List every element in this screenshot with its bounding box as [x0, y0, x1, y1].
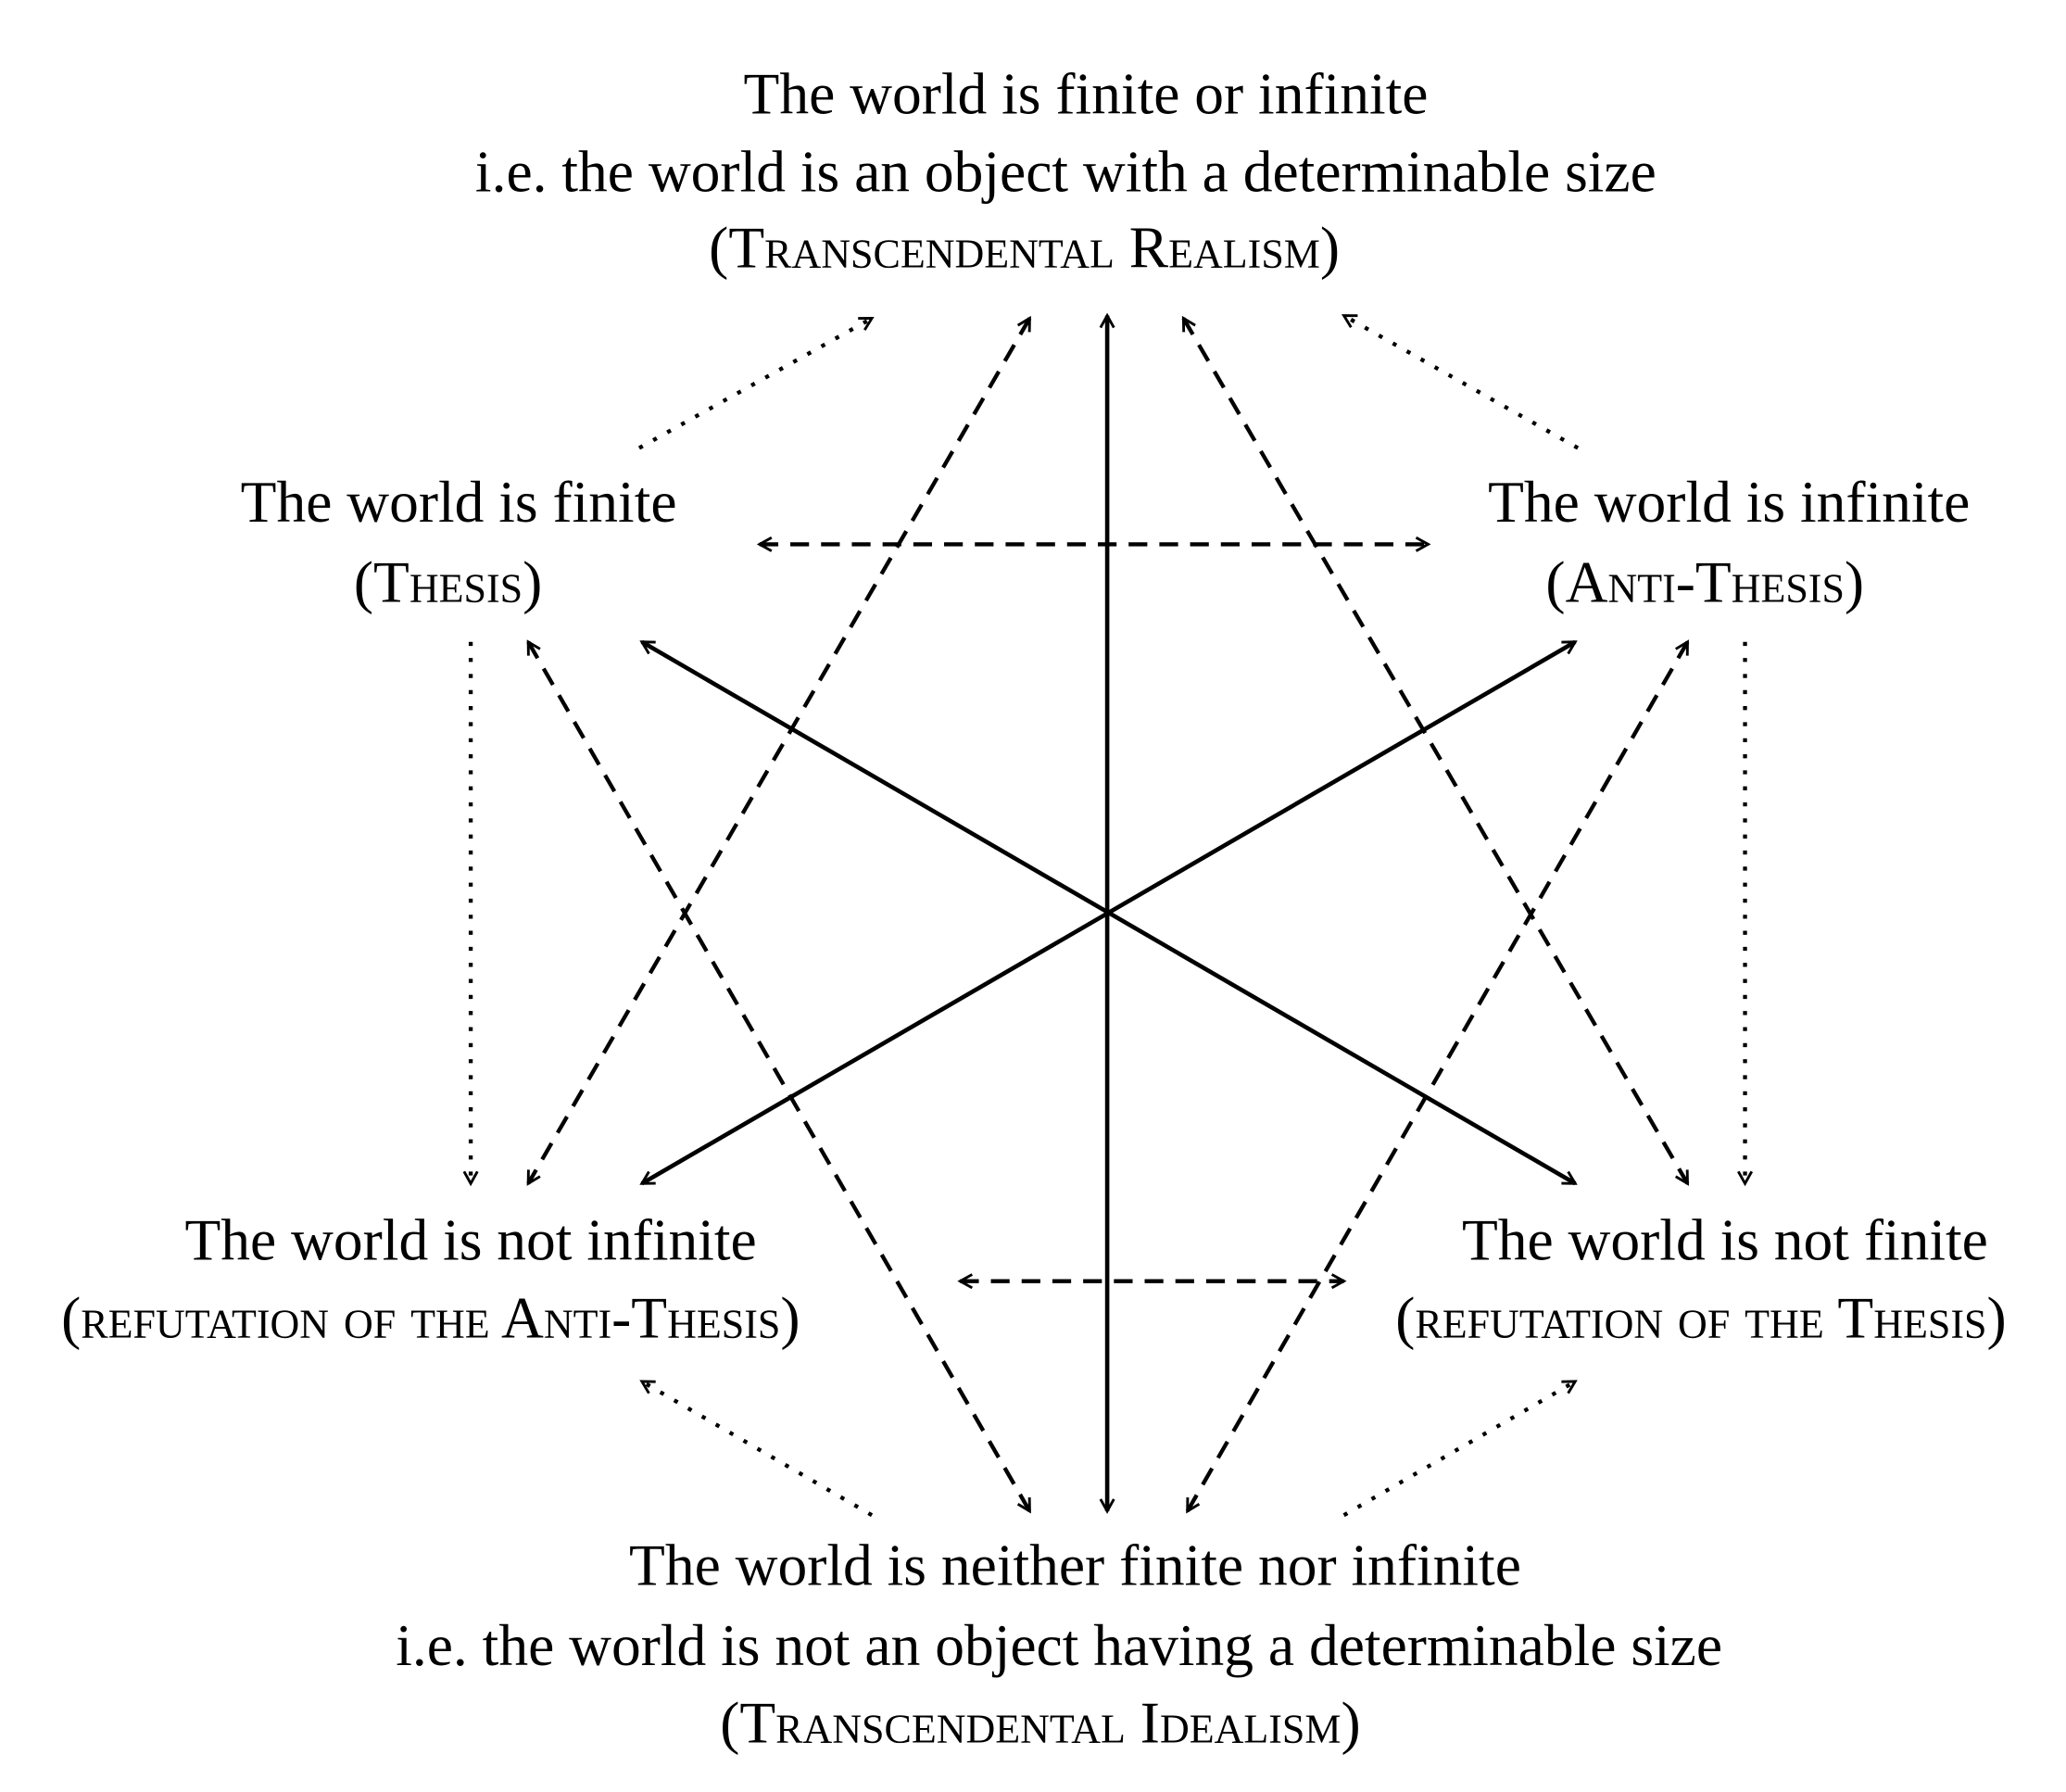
dotted-arrow-2 — [1344, 313, 1580, 450]
node-transcendental-realism: The world is finite or infinite i.e. the… — [475, 61, 1657, 281]
node-not-infinite: The world is not infinite (refutation of… — [61, 1207, 800, 1351]
top-line-2: i.e. the world is an object with a deter… — [475, 138, 1657, 204]
dashed-arrow-4 — [1185, 642, 1690, 1511]
dotted-arrow-1 — [637, 316, 872, 450]
node-not-finite: The world is not finite (refutation of t… — [1395, 1207, 2006, 1351]
thesis-line-2: (Thesis) — [354, 549, 542, 614]
top-line-1: The world is finite or infinite — [744, 61, 1429, 127]
not-finite-line-1: The world is not finite — [1462, 1207, 1988, 1273]
node-antithesis: The world is infinite (Anti-Thesis) — [1488, 469, 1970, 615]
bottom-line-2: i.e. the world is not an object having a… — [396, 1612, 1722, 1678]
thesis-line-1: The world is finite — [241, 469, 677, 535]
antithesis-line-2: (Anti-Thesis) — [1545, 549, 1864, 614]
top-line-3: (Transcendental Realism) — [709, 215, 1340, 281]
dotted-arrow-5 — [642, 1380, 874, 1518]
not-finite-line-2: (refutation of the Thesis) — [1395, 1284, 2006, 1350]
not-infinite-line-2: (refutation of the Anti-Thesis) — [61, 1284, 800, 1350]
bottom-line-1: The world is neither finite nor infinite — [629, 1532, 1521, 1597]
dotted-arrow-6 — [1342, 1380, 1576, 1518]
dashed-arrow-1 — [526, 319, 1032, 1184]
not-infinite-line-1: The world is not infinite — [184, 1207, 756, 1273]
node-thesis: The world is finite (Thesis) — [241, 469, 677, 615]
node-transcendental-idealism: The world is neither finite nor infinite… — [396, 1532, 1722, 1755]
dashed-arrow-3 — [526, 642, 1032, 1511]
antithesis-line-1: The world is infinite — [1488, 469, 1970, 535]
dashed-arrow-2 — [1181, 319, 1690, 1184]
bottom-line-3: (Transcendental Idealism) — [720, 1690, 1360, 1756]
